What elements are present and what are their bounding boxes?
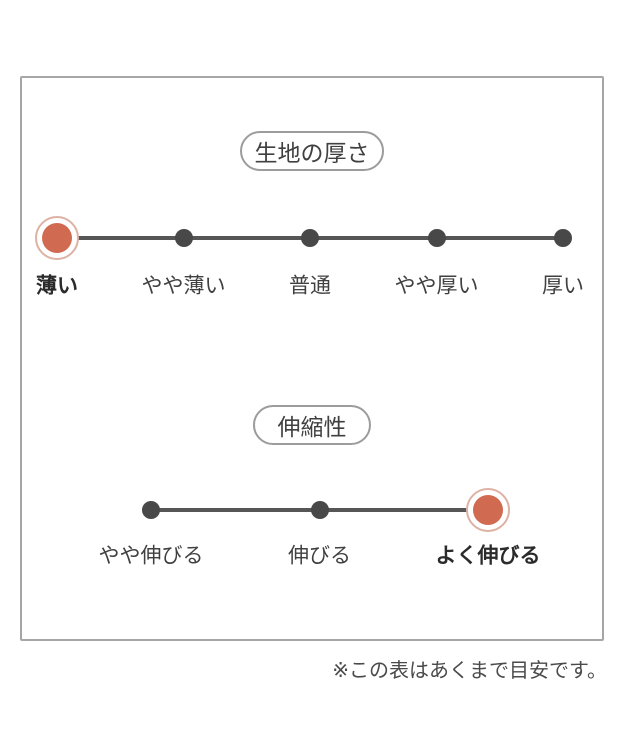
option-label: よく伸びる	[435, 544, 541, 568]
selected-marker-icon	[42, 222, 72, 253]
selected-marker-icon	[473, 495, 503, 525]
scale-dot-icon	[301, 228, 319, 247]
scale-dot-icon	[310, 501, 329, 519]
option-label: 厚い	[542, 274, 584, 298]
scale-title-pill: 生地の厚さ	[240, 131, 384, 171]
scale-dot-icon	[554, 228, 572, 247]
spec-panel: 生地の厚さ薄い やや薄い 普通 やや厚い 厚い伸縮性やや伸びる 伸びる よく伸びる	[20, 76, 604, 641]
option-label: 伸びる	[288, 544, 351, 568]
scale-title: 生地の厚さ	[254, 140, 370, 166]
scale-dot-icon	[427, 228, 446, 247]
scale-dot-icon	[174, 228, 193, 247]
option-label: やや伸びる	[98, 544, 204, 568]
scale-title-pill: 伸縮性	[253, 405, 371, 445]
footnote-text: ※この表はあくまで目安です。	[332, 660, 607, 682]
option-label: やや厚い	[394, 274, 479, 298]
scale-title: 伸縮性	[277, 414, 347, 440]
scale-dot-icon	[142, 501, 160, 519]
option-label: 薄い	[36, 274, 78, 298]
option-label: 普通	[289, 274, 331, 298]
scale-section-1: 伸縮性やや伸びる 伸びる よく伸びる	[22, 78, 602, 639]
scale-section-0: 生地の厚さ薄い やや薄い 普通 やや厚い 厚い	[22, 78, 602, 639]
option-label: やや薄い	[141, 274, 226, 298]
